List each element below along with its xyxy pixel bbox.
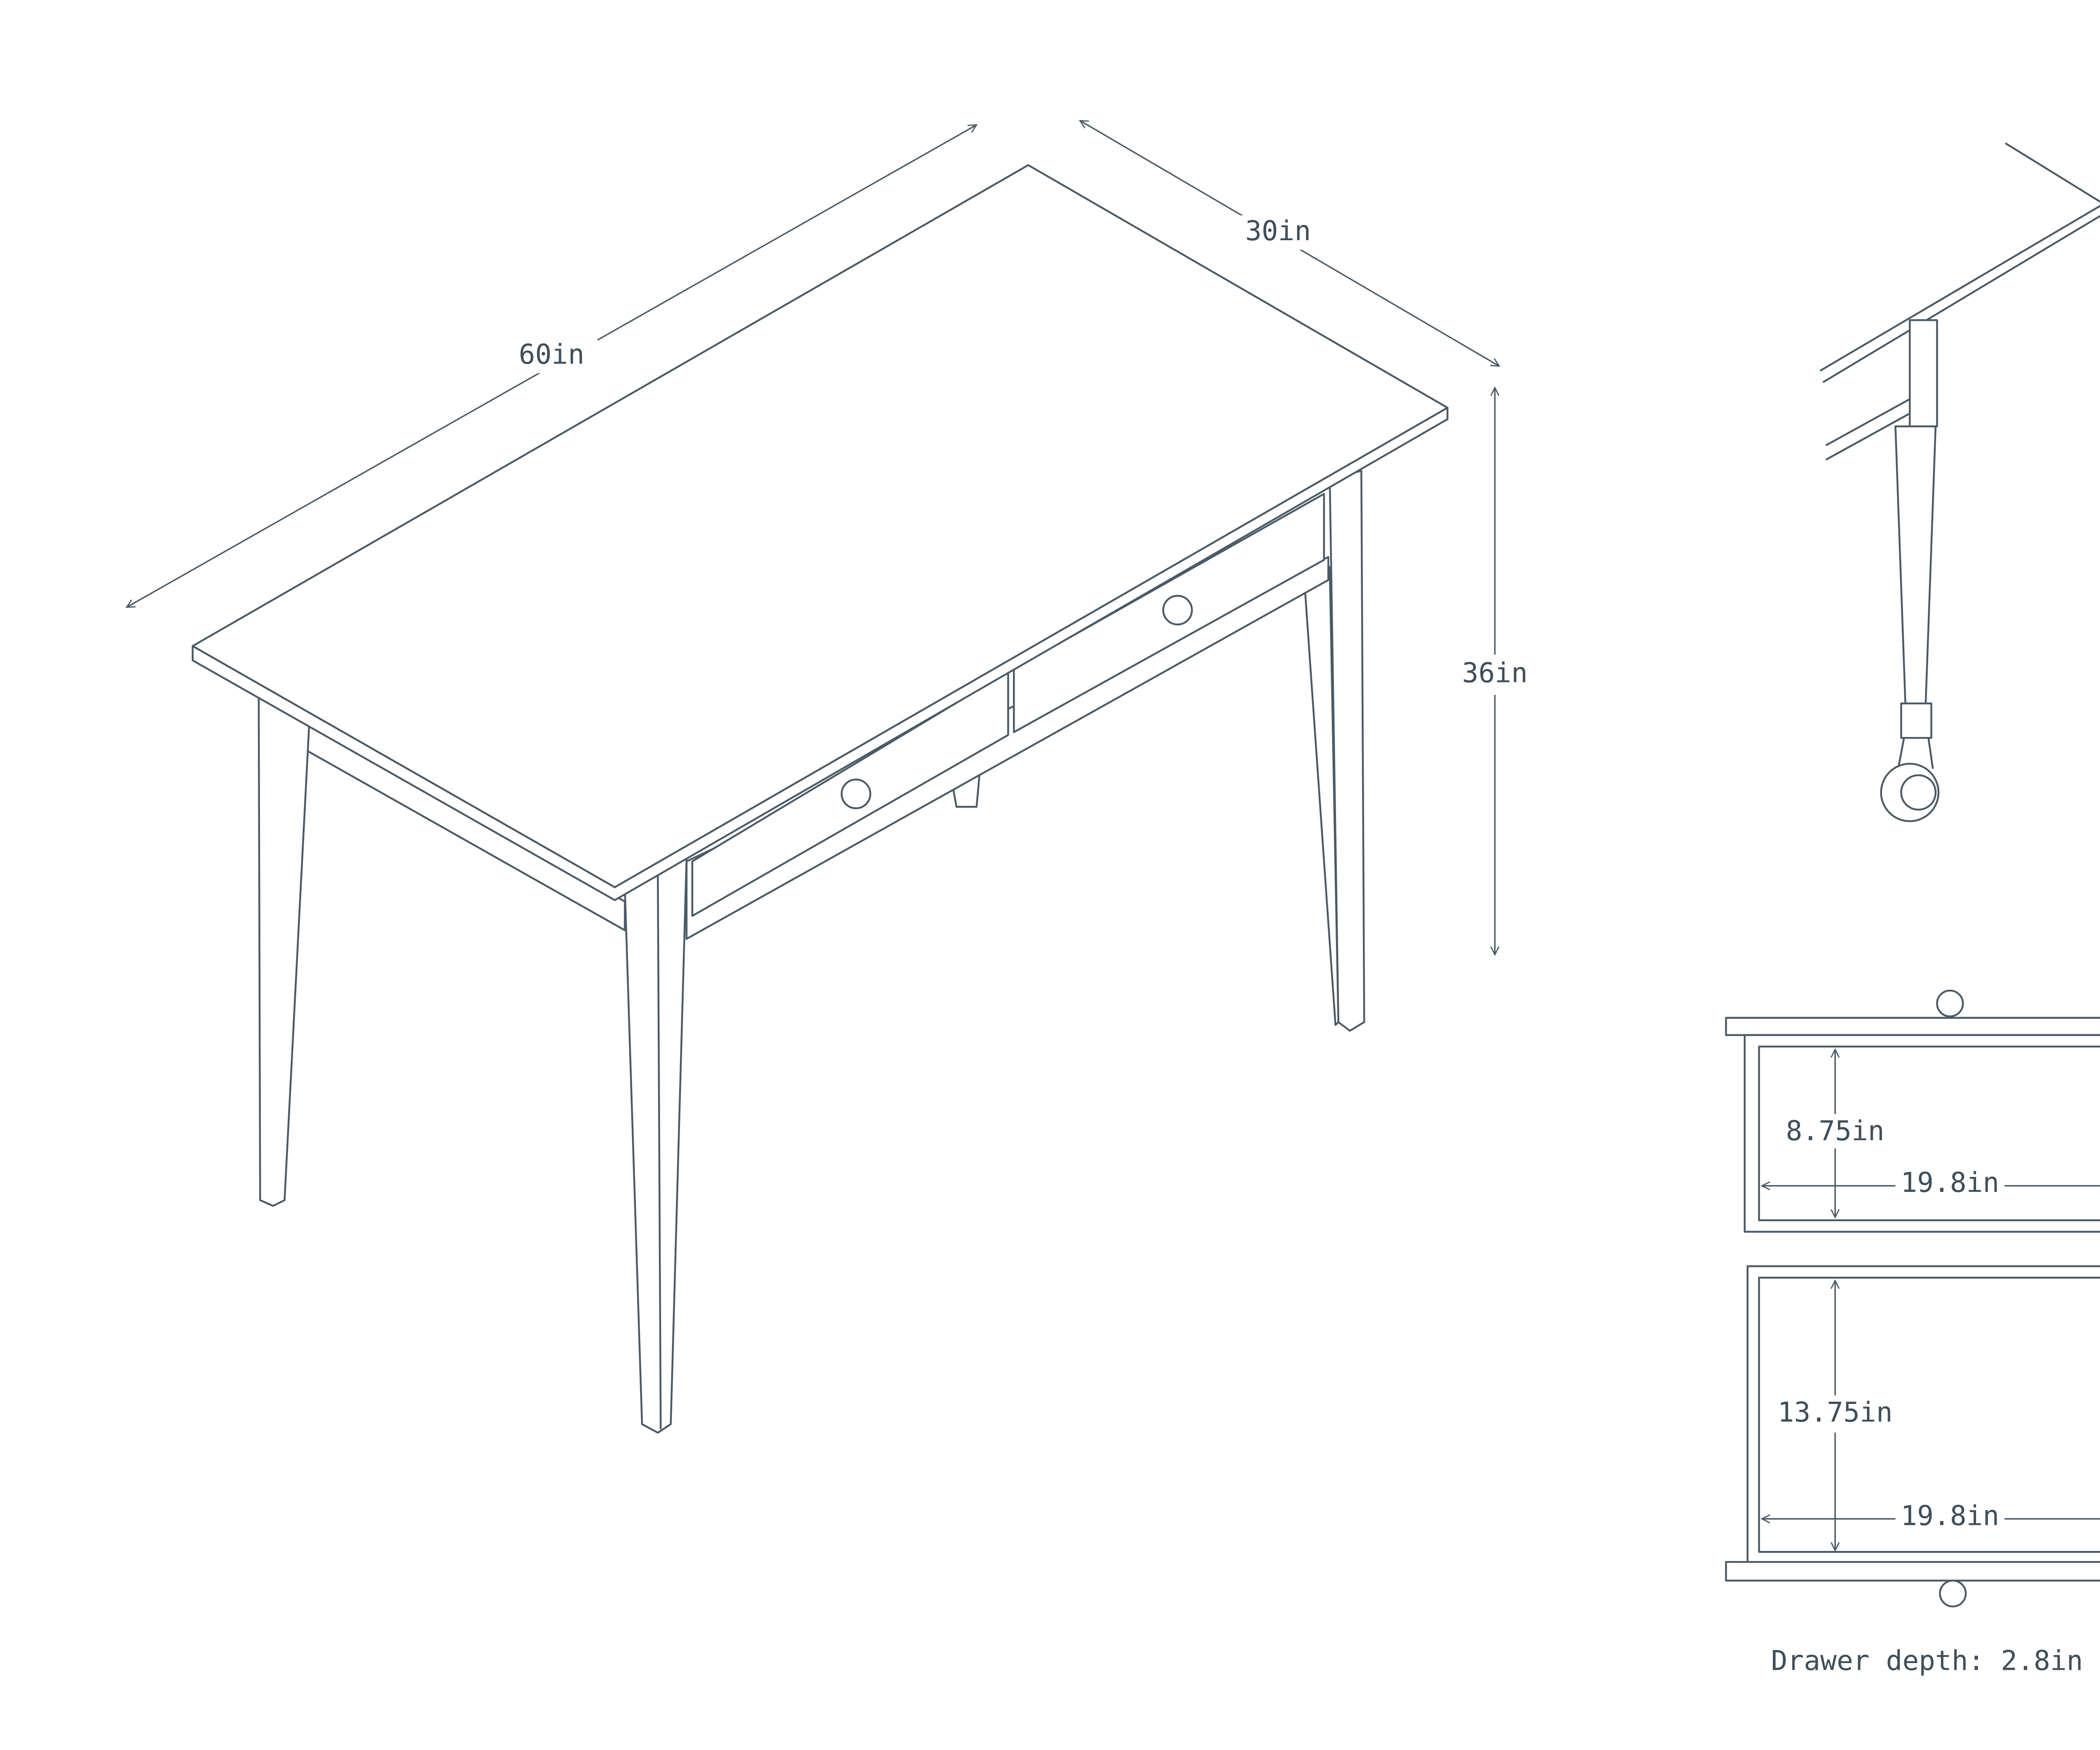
small-drawer-width-label: 19.8in [1901, 1167, 2000, 1199]
large-drawer-width-label: 19.8in [1901, 1500, 2000, 1532]
dimension-depth: 30in [1080, 121, 1499, 366]
drawer-knob-right [1162, 595, 1193, 626]
left-leg [257, 691, 312, 1207]
dimension-width: 60in [126, 125, 976, 607]
drawer-knob [1939, 1579, 1967, 1608]
desk-perspective-view [192, 164, 1449, 1434]
large-drawer-diagram: 13.75in 19.8in [1725, 1265, 2100, 1608]
small-drawer-diagram: 8.75in 19.8in [1725, 989, 2100, 1233]
drawer-knob-left [840, 778, 872, 809]
small-drawer-height-label: 8.75in [1786, 1115, 1885, 1147]
tapered-leg [1894, 425, 1937, 708]
side-view-caster-leg [1819, 142, 2100, 822]
caster-collar [1900, 702, 1932, 739]
front-leg [624, 857, 688, 1434]
drawer-depth-caption: Drawer depth: 2.8in [1771, 1645, 2083, 1677]
depth-label: 30in [1245, 215, 1311, 247]
drawer-knob [1936, 989, 1964, 1018]
dimension-height: 36in [1450, 388, 1540, 955]
large-drawer-height-label: 13.75in [1778, 1397, 1893, 1428]
width-label: 60in [519, 339, 584, 370]
height-label: 36in [1462, 658, 1528, 689]
